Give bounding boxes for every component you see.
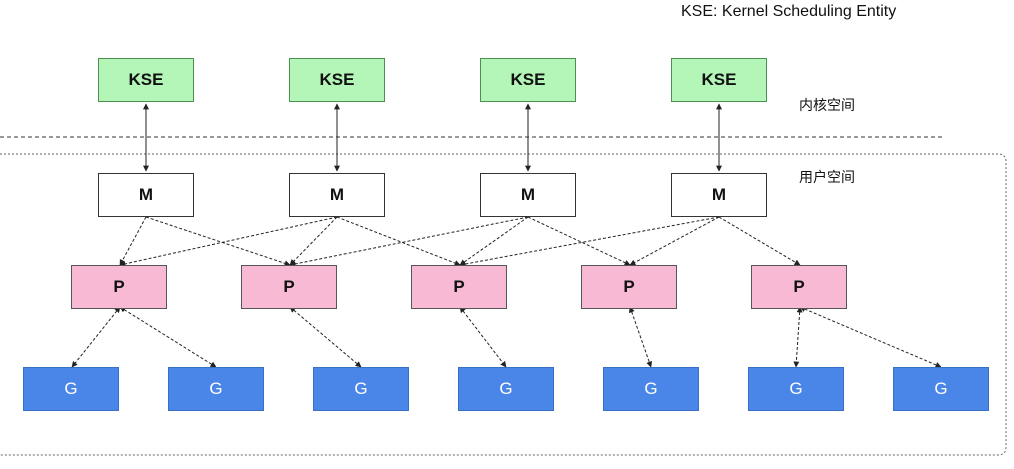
link-m3-p3 [459,216,529,266]
link-p3-g4 [459,306,507,368]
g-node-4: G [458,367,554,411]
link-p5-g6 [793,306,803,368]
link-p1-g2 [119,306,217,368]
link-m3-p4 [527,216,631,266]
p-node-4: P [581,265,677,309]
link-m4-p4 [629,216,720,266]
kse-node-4: KSE [671,58,767,102]
link-m4-p3 [459,216,720,267]
link-m3-p2 [289,216,529,267]
kse-node-3: KSE [480,58,576,102]
g-node-1: G [23,367,119,411]
user-space-label: 用户空间 [799,170,855,186]
link-m1-p2 [145,216,291,267]
p-node-2: P [241,265,337,309]
kernel-space-label: 内核空间 [799,98,855,114]
link-m2-p2 [289,216,338,266]
g-node-2: G [168,367,264,411]
link-p4-g5 [628,306,653,368]
link-m2-p1 [119,216,338,267]
m-node-1: M [98,173,194,217]
m-node-3: M [480,173,576,217]
g-node-5: G [603,367,699,411]
kse-node-2: KSE [289,58,385,102]
link-p5-g7 [799,306,942,368]
legend-text: KSE: Kernel Scheduling Entity [681,3,897,20]
link-m1-p1 [119,216,147,266]
p-node-1: P [71,265,167,309]
link-p2-g3 [289,306,362,368]
p-node-5: P [751,265,847,309]
m-node-2: M [289,173,385,217]
link-m4-p5 [718,216,801,266]
g-node-3: G [313,367,409,411]
user-space-region [0,153,1007,456]
link-m2-p3 [336,216,461,266]
link-p1-g1 [71,306,121,368]
links-group [71,103,942,368]
p-node-3: P [411,265,507,309]
m-node-4: M [671,173,767,217]
kse-node-1: KSE [98,58,194,102]
g-node-6: G [748,367,844,411]
g-node-7: G [893,367,989,411]
